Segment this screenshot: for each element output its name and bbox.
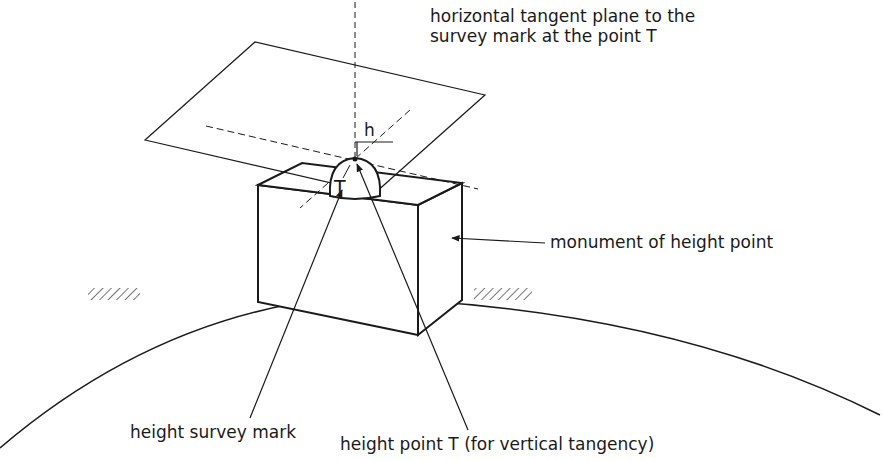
tangent-plane <box>145 42 485 193</box>
leader-line <box>452 238 545 243</box>
plane-axis <box>300 110 410 208</box>
ground-line <box>0 298 330 448</box>
leader-line <box>250 190 342 418</box>
survey-mark <box>330 158 380 199</box>
ground-hatching <box>88 288 140 300</box>
dimension-label: h <box>364 120 375 140</box>
h-bracket <box>356 142 357 156</box>
vertical-axis <box>355 2 356 160</box>
part-label: height survey mark <box>130 422 296 442</box>
plane-label: horizontal tangent plane to the survey m… <box>430 6 730 47</box>
h-bracket <box>355 141 393 142</box>
point-label: height point T (for vertical tangency) <box>340 434 654 454</box>
point-t <box>353 157 358 162</box>
ground-hatching <box>474 288 532 300</box>
point-label: T <box>334 176 346 199</box>
leader-line <box>357 164 468 430</box>
part-label: monument of height point <box>550 232 773 252</box>
